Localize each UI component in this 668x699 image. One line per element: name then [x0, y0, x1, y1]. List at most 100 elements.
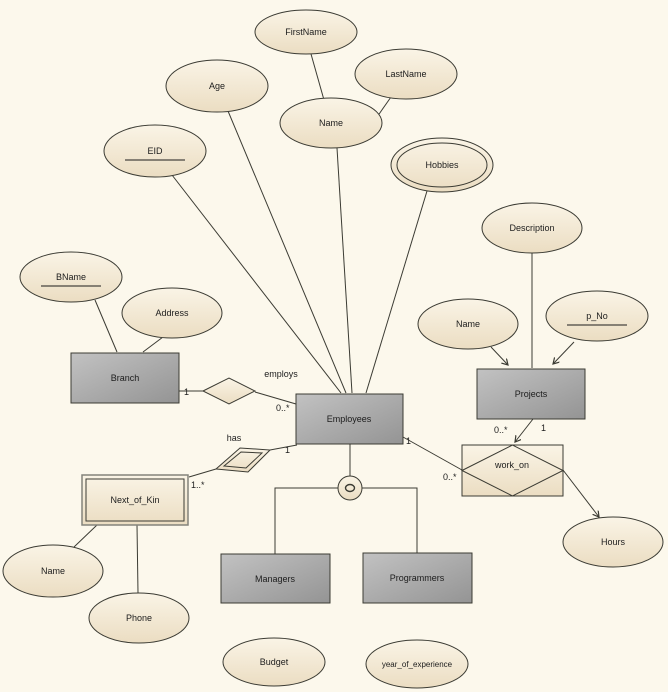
- attribute-firstname[interactable]: FirstName: [254, 9, 358, 55]
- lastname-ellipse: [354, 48, 458, 100]
- bname-label: BName: [56, 272, 86, 282]
- attribute-phone[interactable]: Phone: [88, 592, 190, 644]
- name-employee-ellipse: [279, 97, 383, 149]
- connector-firstname-name[interactable]: [310, 53, 325, 101]
- weak-entity-next-of-kin[interactable]: Next_of_Kin: [81, 474, 189, 526]
- attribute-name-project[interactable]: Name: [417, 298, 519, 350]
- connector-employees-workon[interactable]: [402, 436, 463, 471]
- branch-label: Branch: [111, 373, 140, 383]
- attribute-eid[interactable]: EID: [103, 124, 207, 178]
- hobbies-outer-ellipse: [390, 137, 494, 193]
- name-project-ellipse: [417, 298, 519, 350]
- connector-address-branch[interactable]: [142, 336, 164, 353]
- phone-label: Phone: [126, 613, 152, 623]
- managers-rect: [220, 553, 331, 604]
- description-label: Description: [509, 223, 554, 233]
- identifying-relationship-has[interactable]: has: [214, 433, 272, 473]
- next-of-kin-inner-rect: [85, 478, 185, 522]
- connector-name-employees[interactable]: [336, 147, 353, 394]
- cardinality-branch-employs: 1: [184, 387, 189, 397]
- next-of-kin-label: Next_of_Kin: [110, 495, 159, 505]
- connector-employees-has[interactable]: [269, 444, 298, 451]
- has-inner-diamond: [222, 451, 264, 469]
- eid-ellipse: [103, 124, 207, 178]
- phone-ellipse: [88, 592, 190, 644]
- attribute-year-of-experience[interactable]: year_of_experience: [365, 639, 469, 689]
- cardinality-work-on-employees: 0..*: [443, 472, 457, 482]
- pno-ellipse: [545, 290, 649, 342]
- attribute-name-employee[interactable]: Name: [279, 97, 383, 149]
- budget-label: Budget: [260, 657, 289, 667]
- canvas-edge: [0, 692, 668, 699]
- employs-diamond: [201, 377, 257, 405]
- connector-lastname-name[interactable]: [376, 96, 392, 118]
- employees-rect: [295, 393, 404, 445]
- firstname-ellipse: [254, 9, 358, 55]
- programmers-label: Programmers: [390, 573, 445, 583]
- connector-pno-projects[interactable]: [553, 341, 575, 364]
- attribute-hobbies-multivalued[interactable]: Hobbies: [390, 137, 494, 193]
- entity-programmers[interactable]: Programmers: [362, 552, 473, 604]
- attribute-budget[interactable]: Budget: [222, 637, 326, 687]
- relationship-employs[interactable]: employs: [201, 369, 298, 405]
- cardinality-work-on-projects: 0..*: [494, 425, 508, 435]
- lastname-label: LastName: [385, 69, 426, 79]
- connector-nextofkin-phone[interactable]: [136, 524, 139, 594]
- connector-name-projects[interactable]: [490, 346, 508, 365]
- attribute-description[interactable]: Description: [481, 202, 583, 254]
- attribute-lastname[interactable]: LastName: [354, 48, 458, 100]
- cardinality-projects-work-on: 1: [541, 423, 546, 433]
- budget-ellipse: [222, 637, 326, 687]
- entity-projects[interactable]: Projects: [476, 368, 586, 420]
- year-of-experience-label: year_of_experience: [382, 660, 453, 669]
- connector-eid-employees[interactable]: [171, 174, 342, 394]
- year-of-experience-ellipse: [365, 639, 469, 689]
- hours-ellipse: [562, 516, 664, 568]
- work-on-diamond: [460, 444, 565, 497]
- bname-ellipse: [19, 251, 123, 303]
- hobbies-inner-ellipse: [396, 142, 488, 188]
- employs-label: employs: [264, 369, 298, 379]
- attribute-bname[interactable]: BName: [19, 251, 123, 303]
- attribute-name-nextofkin[interactable]: Name: [2, 544, 104, 598]
- name-employee-label: Name: [319, 118, 343, 128]
- connector-specialization-managers[interactable]: [274, 487, 338, 554]
- cardinality-employees-has: 1: [285, 445, 290, 455]
- age-ellipse: [165, 59, 269, 113]
- projects-rect: [476, 368, 586, 420]
- connector-bname-branch[interactable]: [94, 299, 118, 353]
- name-nextofkin-ellipse: [2, 544, 104, 598]
- specialization-node[interactable]: [337, 475, 363, 501]
- attribute-pno[interactable]: p_No: [545, 290, 649, 342]
- connector-projects-workon[interactable]: [515, 418, 534, 442]
- entity-managers[interactable]: Managers: [220, 553, 331, 604]
- attribute-hours[interactable]: Hours: [562, 516, 664, 568]
- employees-label: Employees: [327, 414, 372, 424]
- next-of-kin-outer-rect: [81, 474, 189, 526]
- projects-label: Projects: [515, 389, 548, 399]
- entity-employees[interactable]: Employees: [295, 393, 404, 445]
- connector-hobbies-employees[interactable]: [365, 190, 428, 394]
- connector-age-employees[interactable]: [227, 110, 347, 394]
- specialization-circle: [337, 475, 363, 501]
- address-ellipse: [121, 287, 223, 339]
- name-nextofkin-label: Name: [41, 566, 65, 576]
- connector-workon-hours[interactable]: [562, 469, 599, 517]
- has-label: has: [227, 433, 242, 443]
- connector-nextofkin-name[interactable]: [73, 524, 98, 548]
- hobbies-label: Hobbies: [425, 160, 459, 170]
- entity-branch[interactable]: Branch: [70, 352, 180, 404]
- managers-label: Managers: [255, 574, 296, 584]
- hours-label: Hours: [601, 537, 626, 547]
- attribute-address[interactable]: Address: [121, 287, 223, 339]
- age-label: Age: [209, 81, 225, 91]
- attribute-age[interactable]: Age: [165, 59, 269, 113]
- connector-employs-employees[interactable]: [254, 391, 297, 405]
- firstname-label: FirstName: [285, 27, 327, 37]
- connector-has-nextofkin[interactable]: [188, 468, 217, 478]
- cardinality-employs-employees: 0..*: [276, 403, 290, 413]
- relationship-work-on[interactable]: work_on: [460, 444, 565, 497]
- connector-specialization-programmers[interactable]: [362, 487, 418, 553]
- name-project-label: Name: [456, 319, 480, 329]
